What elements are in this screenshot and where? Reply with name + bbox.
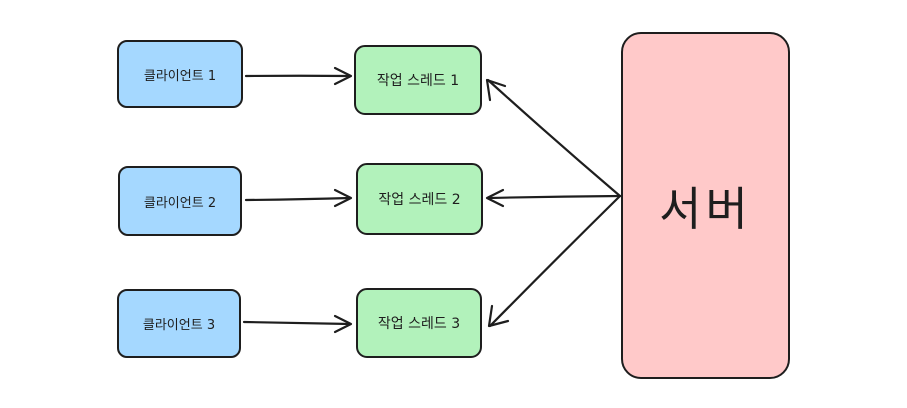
server-node: 서버 [621,32,790,379]
worker-thread-3-node: 작업 스레드 3 [356,288,482,358]
worker-thread-1-node: 작업 스레드 1 [354,45,482,115]
arrow-server-to-thread3 [487,194,622,328]
worker-thread-3-label: 작업 스레드 3 [377,316,461,332]
client-2-label: 클라이언트 2 [143,195,217,211]
client-3-label: 클라이언트 3 [142,318,216,333]
client-1-label: 클라이언트 1 [143,68,217,84]
worker-thread-1-label: 작업 스레드 1 [376,73,460,89]
client-3-node: 클라이언트 3 [117,289,241,358]
arrow-client1-to-thread1 [244,66,353,86]
worker-thread-2-label: 작업 스레드 2 [378,192,461,208]
arrow-client3-to-thread3 [242,314,353,334]
client-1-node: 클라이언트 1 [117,40,243,108]
server-label: 서버 [659,181,752,236]
worker-thread-2-node: 작업 스레드 2 [356,163,483,235]
arrow-server-to-thread2 [485,188,622,208]
arrow-server-to-thread1 [485,78,622,198]
client-2-node: 클라이언트 2 [118,166,242,236]
arrow-client2-to-thread2 [244,188,353,208]
